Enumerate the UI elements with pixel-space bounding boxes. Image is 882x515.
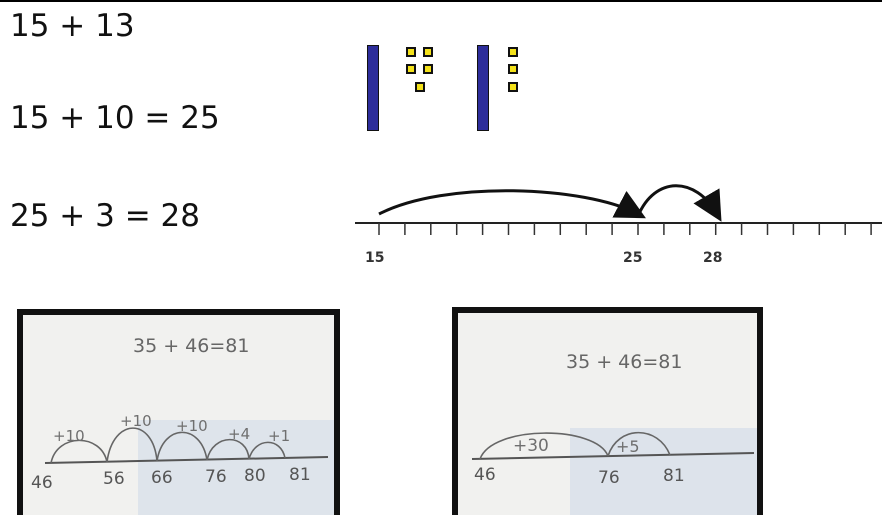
step1-equation: 15 + 10 = 25 (10, 100, 220, 136)
number-line: 15 25 28 (355, 178, 882, 278)
number-line-ticks (379, 223, 871, 235)
unit-cube (423, 64, 433, 74)
line-number-81: 81 (663, 466, 685, 486)
line-number-56: 56 (103, 469, 125, 489)
line-number-81: 81 (289, 465, 311, 485)
ten-rod-2 (477, 45, 489, 131)
jump-arrow-plus-three (638, 186, 717, 216)
jump-label-3: +10 (176, 417, 208, 435)
tick-label-28: 28 (703, 250, 722, 266)
line-number-46: 46 (474, 465, 496, 485)
line-number-46: 46 (31, 473, 53, 493)
unit-cube (508, 47, 518, 57)
tick-label-15: 15 (365, 250, 384, 266)
step2-equation: 25 + 3 = 28 (10, 198, 200, 234)
unit-cube (423, 47, 433, 57)
top-border (0, 0, 882, 2)
unit-cube (508, 82, 518, 92)
unit-cube (508, 64, 518, 74)
unit-cube (415, 82, 425, 92)
jump-label-plus-30: +30 (513, 436, 549, 456)
whiteboard-photo-left: 35 + 46=81 +10 +10 +10 +4 +1 46 56 66 76… (17, 309, 340, 515)
jump-arrow-plus-ten (379, 191, 638, 214)
jump-label-2: +10 (120, 412, 152, 430)
sum-right: 35 + 46=81 (566, 351, 682, 373)
unit-cube (406, 47, 416, 57)
line-number-80: 80 (244, 466, 266, 486)
ten-rod-1 (367, 45, 379, 131)
unit-cube (406, 64, 416, 74)
whiteboard-photo-right: 35 + 46=81 +30 +5 46 76 81 (452, 307, 763, 515)
problem-equation: 15 + 13 (10, 8, 135, 44)
jump-label-1: +10 (53, 427, 85, 445)
jump-label-plus-5: +5 (616, 437, 640, 456)
line-number-76: 76 (598, 468, 620, 488)
sum-left: 35 + 46=81 (133, 335, 249, 357)
jump-label-4: +4 (228, 425, 250, 443)
line-number-76: 76 (205, 467, 227, 487)
line-number-66: 66 (151, 468, 173, 488)
jump-label-5: +1 (268, 427, 290, 445)
tick-label-25: 25 (623, 250, 642, 266)
